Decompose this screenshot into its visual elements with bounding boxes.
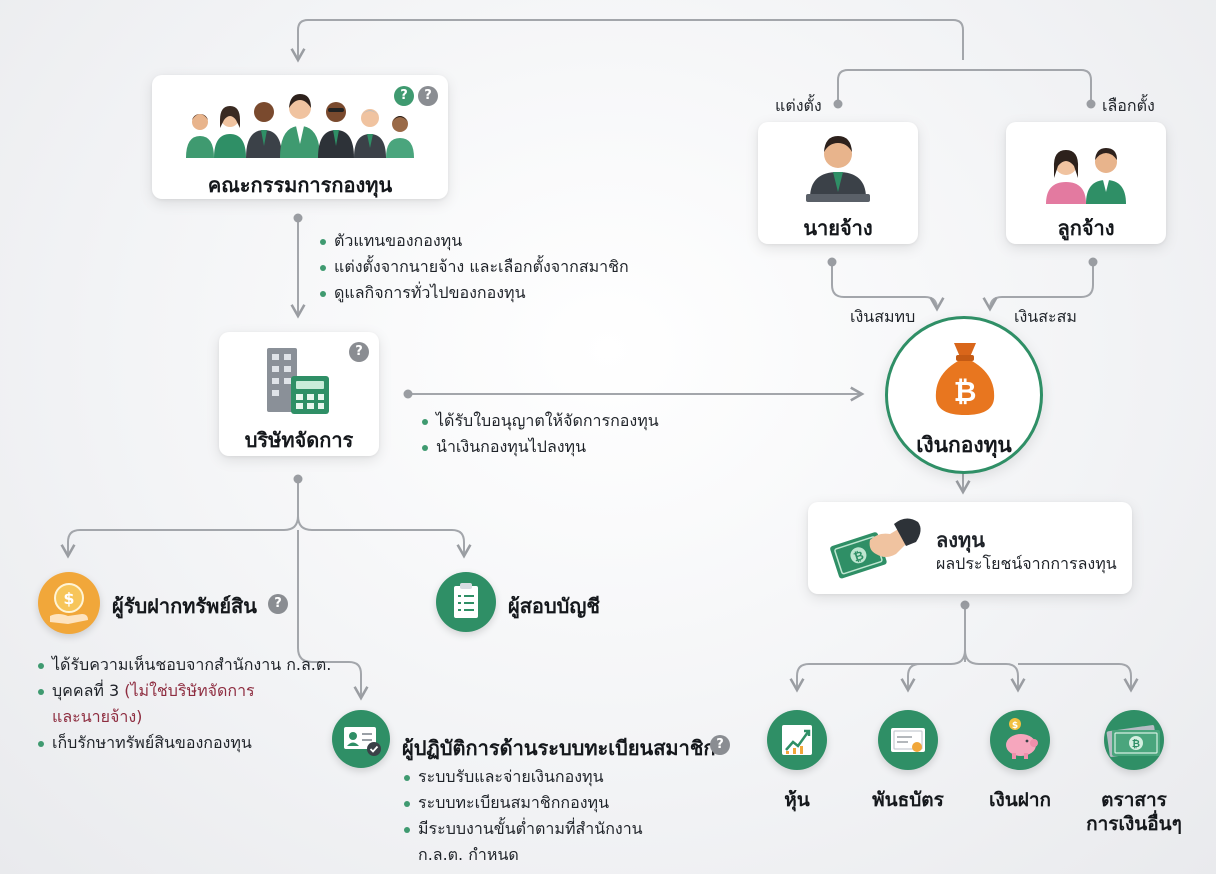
connector-employer-fund	[831, 262, 945, 312]
money-bag-icon: ₿	[935, 343, 995, 415]
asset-label-line: การเงินอื่นๆ	[1086, 813, 1182, 835]
connector-company-auditor	[297, 515, 472, 559]
list-item-text: บุคคลที่ 3	[52, 681, 125, 700]
list-item: เก็บรักษาทรัพย์สินของกองทุน	[36, 730, 331, 756]
custodian-roles-list: ได้รับความเห็นชอบจากสำนักงาน ก.ล.ต. บุคค…	[36, 652, 331, 756]
help-icon[interactable]: ?	[349, 342, 369, 362]
hand-money-icon: ₿	[830, 518, 921, 579]
help-icon[interactable]: ?	[394, 86, 414, 106]
office-calculator-icon	[267, 348, 329, 414]
auditor-title: ผู้สอบบัญชี	[508, 594, 600, 618]
list-item: ได้รับความเห็นชอบจากสำนักงาน ก.ล.ต.	[36, 652, 331, 678]
custodian-title: ผู้รับฝากทรัพย์สิน	[112, 594, 257, 618]
employee-title: ลูกจ้าง	[1057, 216, 1115, 240]
connector-company-custodian	[60, 479, 299, 559]
employee-card: ลูกจ้าง	[1006, 122, 1166, 244]
asset-label-line: ตราสาร	[1101, 789, 1167, 811]
registrar-id-card-icon	[332, 710, 390, 768]
list-item: ตัวแทนของกองทุน	[318, 228, 629, 254]
piggy-bank-icon: $	[990, 710, 1050, 770]
list-item: บุคคลที่ 3 (ไม่ใช่บริษัทจัดการ	[36, 678, 331, 704]
list-item: ระบบรับและจ่ายเงินกองทุน	[402, 764, 643, 790]
stock-chart-icon	[767, 710, 827, 770]
auditor-clipboard-icon	[436, 572, 496, 632]
list-item: ดูแลกิจการทั่วไปของกองทุน	[318, 280, 629, 306]
invest-title: ลงทุน	[936, 528, 985, 552]
connector-appoint-elect	[837, 69, 1092, 104]
company-card: ? บริษัทจัดการ	[219, 332, 379, 456]
svg-text:$: $	[63, 589, 74, 608]
list-item: มีระบบงานขั้นต่ำตามที่สำนักงาน	[402, 816, 643, 842]
connector-top-loop	[290, 19, 964, 63]
asset-label: หุ้น	[784, 789, 810, 811]
employee-icon	[1046, 148, 1126, 204]
committee-people-icon	[186, 94, 414, 158]
fund-node: ₿ เงินกองทุน	[885, 316, 1043, 474]
elect-label: เลือกตั้ง	[1102, 96, 1155, 115]
svg-text:₿: ₿	[1132, 738, 1140, 750]
help-icon[interactable]: ?	[268, 594, 288, 614]
employer-title: นายจ้าง	[803, 216, 873, 240]
svg-text:$: $	[1012, 721, 1018, 731]
fund-title: เงินกองทุน	[916, 433, 1012, 457]
registrar-title: ผู้ปฏิบัติการด้านระบบทะเบียนสมาชิก	[402, 736, 716, 760]
contribution-label: เงินสมทบ	[850, 307, 916, 326]
custodian-coin-icon: $	[38, 572, 100, 634]
committee-title: คณะกรรมการกองทุน	[207, 173, 393, 197]
help-icon[interactable]: ?	[710, 735, 730, 755]
employer-card: นายจ้าง	[758, 122, 918, 244]
highlight-text: และนายจ้าง)	[52, 707, 143, 726]
banknote-icon: ₿	[1104, 710, 1164, 770]
appoint-label: แต่งตั้ง	[775, 96, 822, 115]
connector-company-registrar	[297, 530, 369, 701]
bond-certificate-icon	[878, 710, 938, 770]
savings-label: เงินสะสม	[1014, 307, 1077, 326]
committee-roles-list: ตัวแทนของกองทุน แต่งตั้งจากนายจ้าง และเล…	[318, 228, 629, 306]
employer-icon	[806, 136, 870, 202]
list-item-continued: และนายจ้าง)	[36, 704, 331, 730]
help-icon[interactable]: ?	[418, 86, 438, 106]
list-item: แต่งตั้งจากนายจ้าง และเลือกตั้งจากสมาชิก	[318, 254, 629, 280]
list-item: ระบบทะเบียนสมาชิกกองทุน	[402, 790, 643, 816]
registrar-roles-list: ระบบรับและจ่ายเงินกองทุน ระบบทะเบียนสมาช…	[402, 764, 643, 868]
asset-label: พันธบัตร	[872, 789, 944, 811]
svg-text:₿: ₿	[954, 375, 977, 408]
connector-employee-fund	[982, 262, 1094, 312]
list-item: ได้รับใบอนุญาตให้จัดการกองทุน	[420, 408, 659, 434]
highlight-text: (ไม่ใช่บริษัทจัดการ	[124, 681, 255, 700]
asset-label: เงินฝาก	[988, 789, 1052, 811]
company-roles-list: ได้รับใบอนุญาตให้จัดการกองทุน นำเงินกองท…	[420, 408, 659, 460]
asset-label: ตราสาร การเงินอื่นๆ	[1070, 788, 1198, 836]
invest-subtitle: ผลประโยชน์จากการลงทุน	[936, 554, 1117, 573]
svg-text:₿: ₿	[852, 548, 866, 564]
invest-card: ₿ ลงทุน ผลประโยชน์จากการลงทุน	[808, 502, 1132, 594]
list-item: นำเงินกองทุนไปลงทุน	[420, 434, 659, 460]
list-item-continued: ก.ล.ต. กำหนด	[418, 845, 519, 864]
committee-card: ? ? คณะกรรมการกองทุน	[152, 75, 448, 199]
company-title: บริษัทจัดการ	[244, 428, 354, 452]
